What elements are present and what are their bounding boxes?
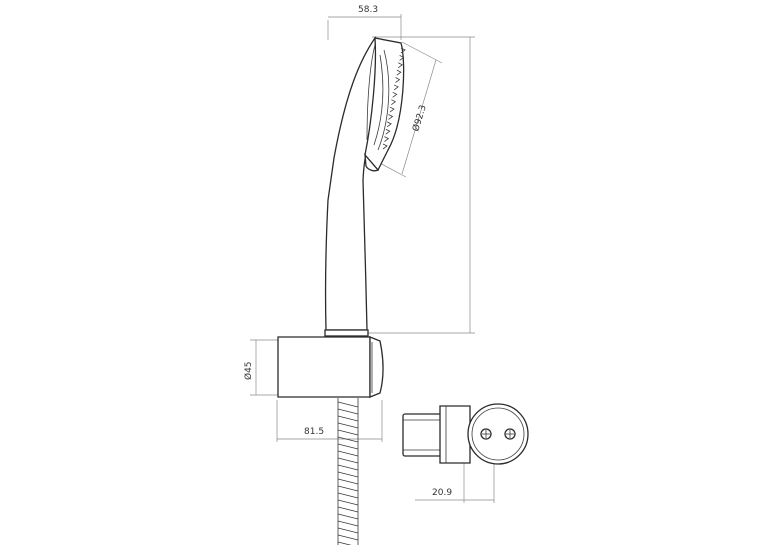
dim-holder-diameter: Ø45: [243, 361, 254, 380]
shower-handle: [324, 36, 381, 331]
wall-holder-side: [277, 336, 384, 398]
dim-bracket-offset: 20.9: [432, 488, 452, 498]
hose: [337, 398, 359, 545]
dimension-lines: [250, 14, 495, 503]
holder-ring: [467, 403, 529, 465]
dim-head-diameter: Ø92.3: [410, 104, 428, 133]
dim-head-width: 58.3: [358, 5, 378, 15]
wall-holder-end: [402, 403, 529, 465]
dim-holder-depth: 81.5: [304, 427, 324, 437]
hand-shower: [324, 36, 406, 337]
